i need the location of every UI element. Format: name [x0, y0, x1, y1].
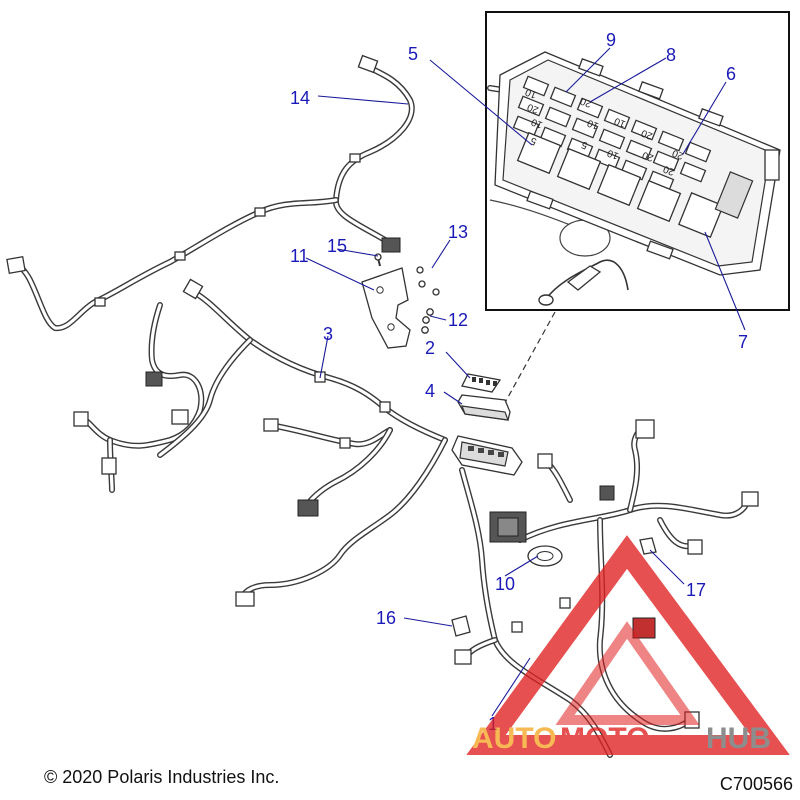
- cavity-label: 10: [585, 117, 600, 132]
- callout-9: 9: [606, 30, 616, 50]
- watermark-word-hub: HUB: [706, 722, 771, 755]
- detail-link-line: [501, 311, 556, 409]
- callout-7: 7: [738, 332, 748, 352]
- callout-17: 17: [686, 580, 706, 600]
- callout-16: 16: [376, 608, 396, 628]
- cavity-label: 20: [640, 149, 655, 164]
- clip-17: [639, 537, 657, 555]
- callout-3: 3: [323, 324, 333, 344]
- grommet-10: [527, 545, 563, 567]
- clip-16: [451, 615, 471, 637]
- cavity-label: 20: [578, 95, 593, 110]
- fuse-row: [512, 115, 675, 192]
- callout-5: 5: [408, 44, 418, 64]
- callout-14: 14: [290, 88, 310, 108]
- relay-row: [516, 131, 754, 238]
- cavity-label: 10: [529, 116, 544, 131]
- fuse-strip-2: [461, 373, 502, 393]
- cavity-label: 20: [639, 127, 654, 142]
- callout-4: 4: [425, 381, 435, 401]
- screw-13: [416, 266, 440, 296]
- nut-12: [421, 308, 434, 334]
- watermark-word-moto: MOTO: [560, 722, 649, 755]
- harness-14: [6, 54, 415, 332]
- cavity-label: 20: [661, 163, 676, 178]
- leader-lines: [305, 95, 685, 717]
- callout-numbers: 1 2 3 4 5 6 7 8 9 10 11 12 13 14 15 16 1…: [290, 30, 748, 734]
- callout-2: 2: [425, 338, 435, 358]
- copyright-text: © 2020 Polaris Industries Inc.: [44, 767, 279, 787]
- watermark-logo: AUTO MOTO HUB: [466, 535, 790, 755]
- callout-15: 15: [327, 236, 347, 256]
- bracket-11: [361, 267, 411, 349]
- callout-10: 10: [495, 574, 515, 594]
- cavity-label: 10: [605, 147, 620, 162]
- cavity-label: 10: [523, 86, 538, 101]
- watermark-word-auto: AUTO: [472, 722, 556, 755]
- callout-6: 6: [726, 64, 736, 84]
- cavity-label: 10: [612, 115, 627, 130]
- fuse-row: [517, 95, 707, 183]
- callout-11: 11: [290, 246, 309, 266]
- fuse-box: [451, 435, 523, 476]
- callout-12: 12: [448, 310, 468, 330]
- fuse-box-cover-4: [457, 394, 511, 421]
- part-code: C700566: [720, 774, 793, 794]
- cavity-label: 5: [529, 134, 539, 146]
- callout-8: 8: [666, 45, 676, 65]
- fuse-box-detail-inset: 10 20 20 10 10 20 20 10 5 5 10 20 20: [429, 11, 790, 331]
- cavity-label: 5: [580, 138, 590, 150]
- callout-13: 13: [448, 222, 468, 242]
- harness-3: [73, 278, 448, 607]
- cavity-label: 20: [525, 101, 540, 116]
- fuse-row: [522, 75, 712, 163]
- cavity-label: 20: [670, 147, 685, 162]
